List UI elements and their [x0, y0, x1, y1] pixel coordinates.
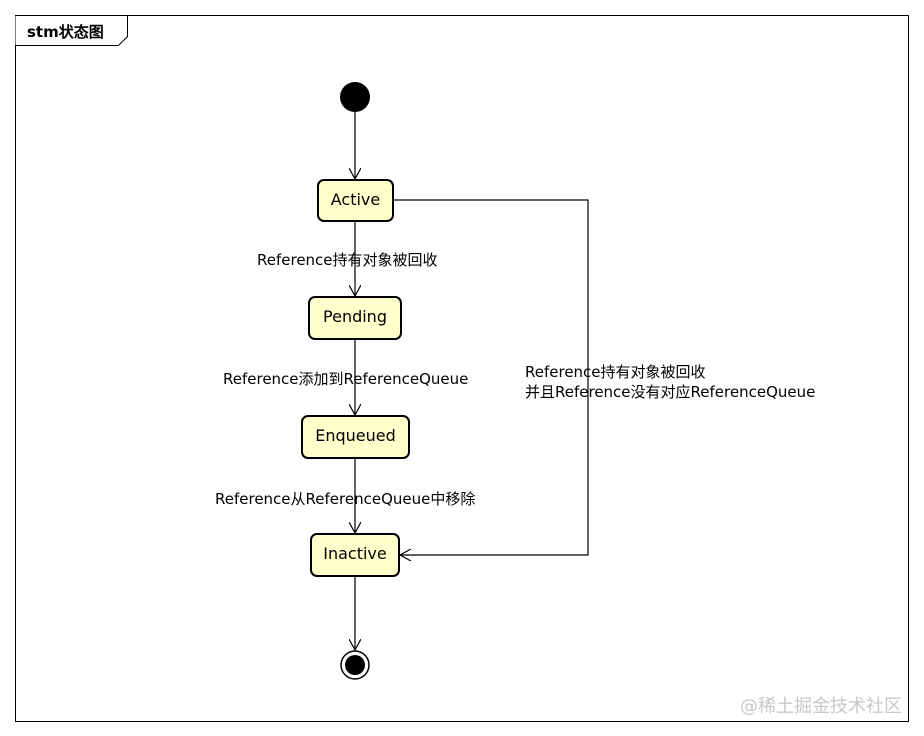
state-pending[interactable]: Pending: [308, 296, 402, 340]
label-active-to-pending: Reference持有对象被回收: [257, 251, 438, 269]
label-pending-to-enqueued: Reference添加到ReferenceQueue: [223, 370, 468, 388]
transition-active-to-inactive: [393, 199, 589, 555]
watermark: @稀土掘金技术社区: [740, 696, 902, 717]
state-inactive[interactable]: Inactive: [310, 533, 400, 577]
frame-title: stm状态图: [27, 23, 104, 41]
state-pending-label: Pending: [323, 307, 387, 326]
state-enqueued[interactable]: Enqueued: [301, 415, 410, 459]
state-active[interactable]: Active: [317, 179, 394, 222]
label-active-to-inactive-line1: Reference持有对象被回收: [525, 363, 706, 381]
diagram-frame: [15, 15, 909, 722]
label-enqueued-to-inactive: Reference从ReferenceQueue中移除: [215, 490, 475, 508]
frame-title-tab: stm状态图: [15, 15, 128, 46]
state-inactive-label: Inactive: [323, 544, 387, 563]
initial-state[interactable]: [340, 82, 370, 112]
state-enqueued-label: Enqueued: [315, 426, 396, 445]
state-active-label: Active: [331, 190, 381, 209]
final-state[interactable]: [340, 650, 370, 680]
label-active-to-inactive-line2: 并且Reference没有对应ReferenceQueue: [525, 383, 815, 401]
